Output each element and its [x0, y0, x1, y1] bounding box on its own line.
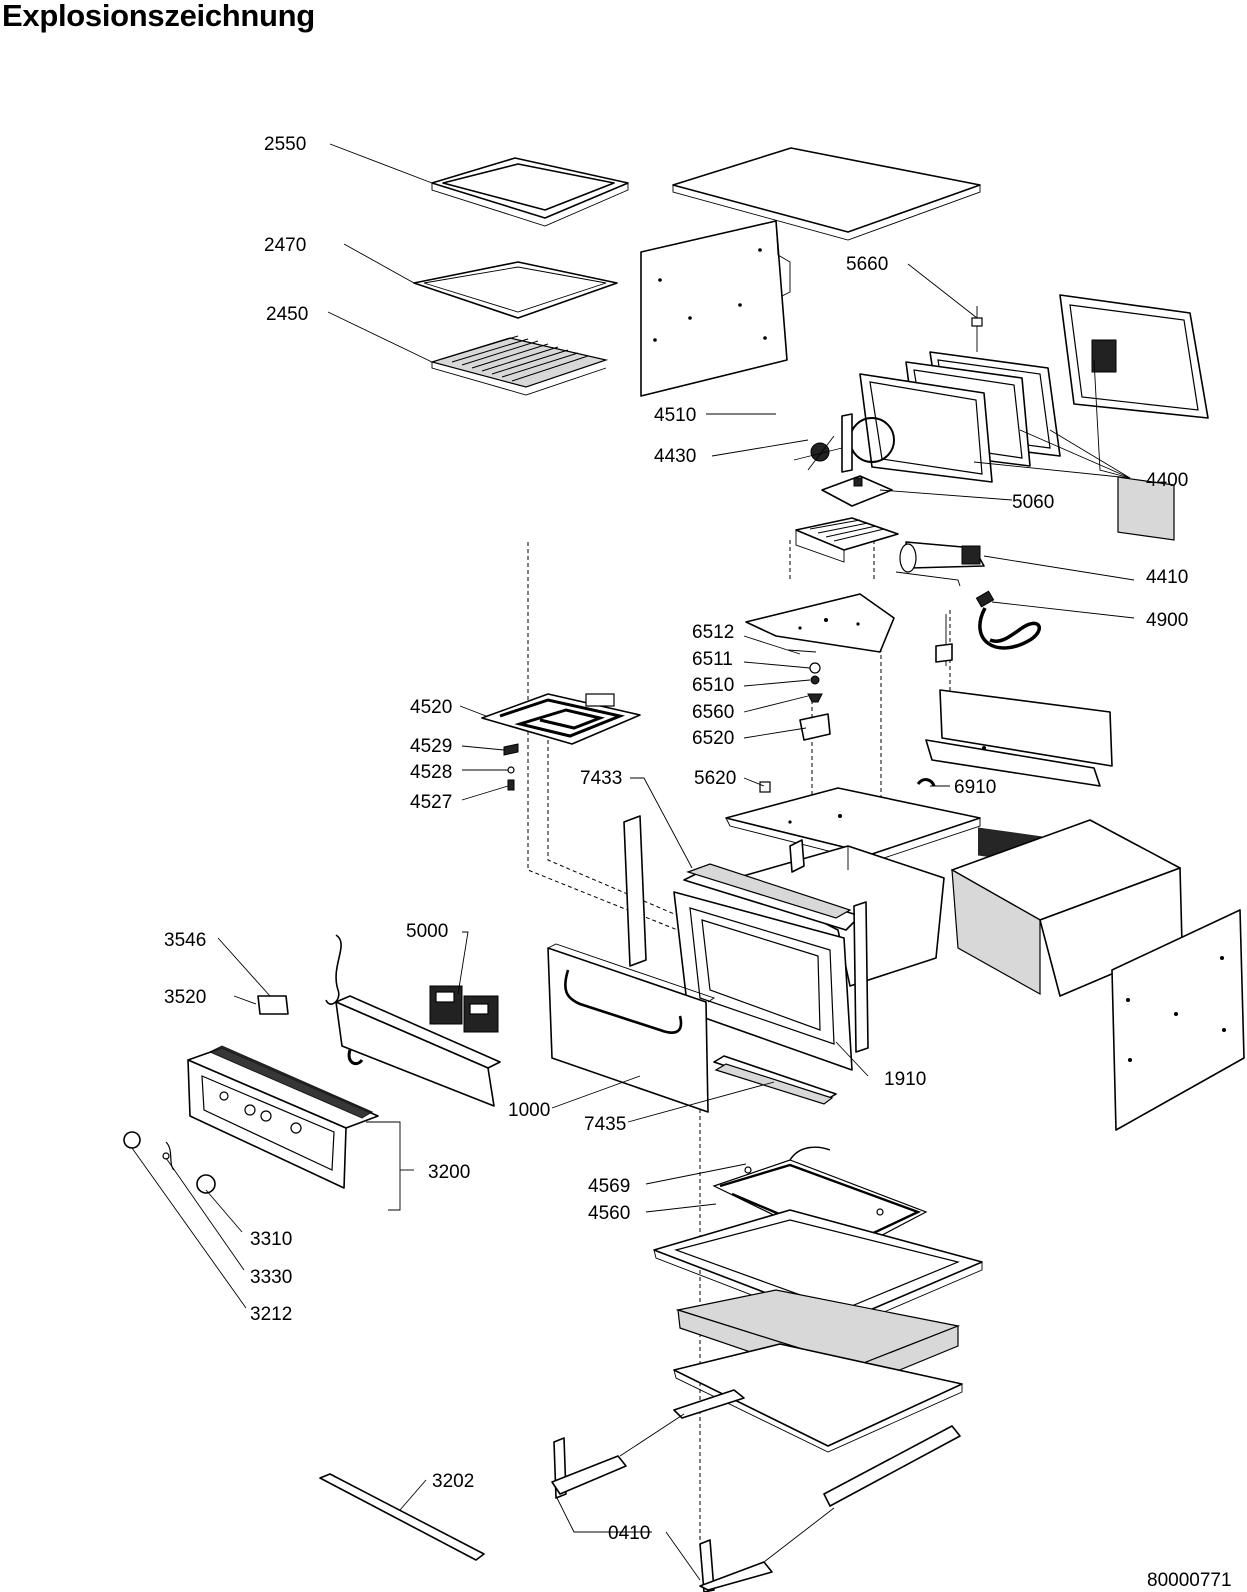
- part-label: 6520: [692, 728, 734, 749]
- part-label: 2550: [264, 134, 306, 155]
- part-label: 2450: [266, 304, 308, 325]
- part-label: 0410: [608, 1523, 650, 1544]
- part-label: 4400: [1146, 470, 1188, 491]
- part-5060-plate: [821, 475, 893, 507]
- part-label: 7435: [584, 1114, 626, 1135]
- part-insulation-hood: [951, 819, 1183, 997]
- part-3200-control-panel: [187, 1045, 379, 1189]
- part-label: 4410: [1146, 567, 1188, 588]
- part-label: 3330: [250, 1267, 292, 1288]
- part-label: 3310: [250, 1229, 292, 1250]
- part-7435-lower-rail: [713, 1055, 837, 1105]
- part-labels: 2550 2470 2450 5660 4510 4430 4400 5060 …: [164, 134, 1188, 1544]
- part-0410-base-rails: [551, 1389, 961, 1592]
- part-label: 4527: [410, 792, 452, 813]
- part-label: 2470: [264, 235, 306, 256]
- part-control-bracket: [335, 995, 501, 1107]
- page-title: Explosionszeichnung: [2, 0, 315, 33]
- part-label: 3546: [164, 930, 206, 951]
- part-label: 4510: [654, 405, 696, 426]
- part-right-side-panel: [1111, 909, 1245, 1131]
- part-label: 4520: [410, 697, 452, 718]
- part-label: 1000: [508, 1100, 550, 1121]
- part-5660-screw: [971, 306, 983, 352]
- part-label: 3520: [164, 987, 206, 1008]
- part-side-bracket-assembly: [916, 614, 1113, 870]
- part-4900-power-cord: [975, 590, 1041, 650]
- part-label: 3212: [250, 1304, 292, 1325]
- part-5000-switch-block: [429, 985, 499, 1033]
- part-label: 5000: [406, 921, 448, 942]
- part-upper-chassis-plate: [745, 593, 895, 653]
- part-label: 5620: [694, 768, 736, 789]
- part-1000-oven-door: [547, 943, 716, 1113]
- part-4510-rear-panel: [640, 220, 791, 397]
- part-5620-lower-chassis-plate: [725, 781, 981, 863]
- part-bottom-plate: [673, 1343, 963, 1453]
- part-4400-hot-air-housing: [849, 294, 1209, 541]
- part-7433-front-frame: [623, 815, 869, 1071]
- part-4520-grill-element: [481, 693, 641, 745]
- part-label: 5060: [1012, 492, 1054, 513]
- part-label: 4430: [654, 446, 696, 467]
- part-label: 6510: [692, 675, 734, 696]
- part-label: 6910: [954, 777, 996, 798]
- part-label: 5660: [846, 254, 888, 275]
- part-label: 4528: [410, 762, 452, 783]
- part-4529-4527-fasteners: [503, 743, 519, 791]
- part-label: 6512: [692, 622, 734, 643]
- part-top-cover-panel: [672, 147, 981, 241]
- part-4430-fan: [793, 413, 853, 473]
- part-6510-thermostat-group: [787, 649, 831, 741]
- part-4410-cooling-fan: [795, 517, 985, 587]
- part-label: 1910: [884, 1069, 926, 1090]
- part-3202-strip: [319, 1473, 485, 1561]
- leader-lines: [131, 143, 1135, 1581]
- part-3546-3520-harness: [257, 934, 342, 1015]
- part-label: 4569: [588, 1176, 630, 1197]
- part-2450-wire-rack: [429, 335, 609, 396]
- document-number: 80000771: [1147, 1570, 1232, 1591]
- part-2470-flat-tray: [413, 261, 618, 319]
- part-label: 3200: [428, 1162, 470, 1183]
- part-label: 4900: [1146, 610, 1188, 631]
- part-label: 4529: [410, 736, 452, 757]
- part-label: 7433: [580, 768, 622, 789]
- part-label: 4560: [588, 1203, 630, 1224]
- part-label: 6511: [692, 649, 733, 670]
- part-2550-baking-tray: [431, 157, 629, 227]
- part-label: 3202: [432, 1471, 474, 1492]
- part-label: 6560: [692, 702, 734, 723]
